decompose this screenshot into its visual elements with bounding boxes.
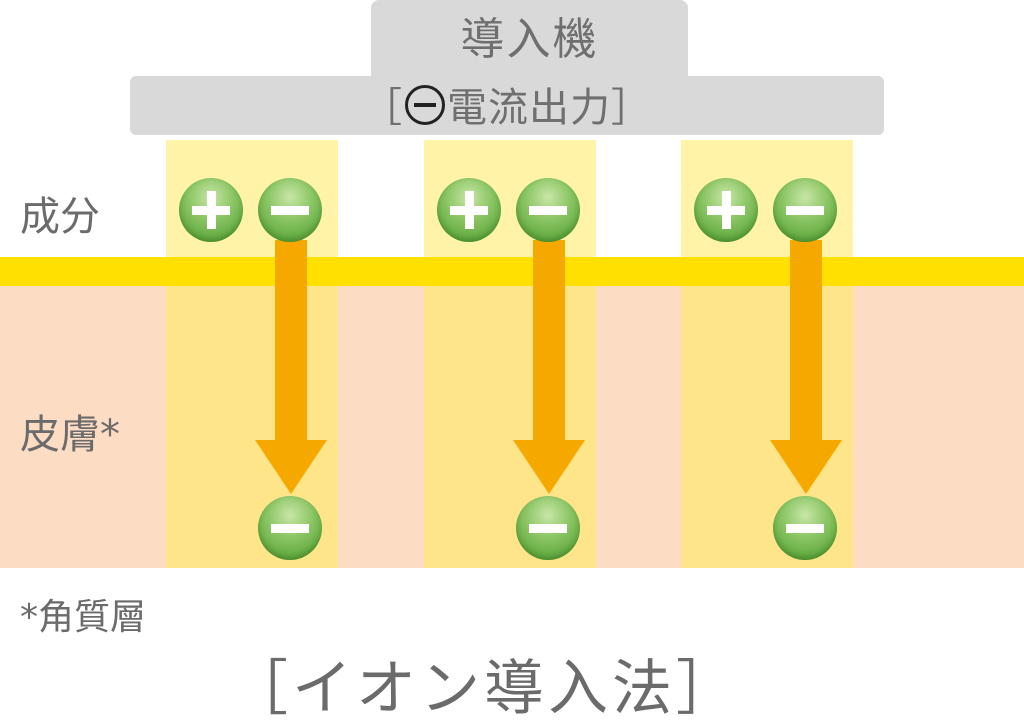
arrow-shaft: [790, 240, 822, 442]
negative-ion-icon: [258, 178, 322, 242]
ingredient-label: 成分: [20, 194, 100, 240]
delivered-negative-ion-icon: [516, 496, 580, 560]
negative-ion-icon: [516, 178, 580, 242]
device-bar: [130, 76, 884, 135]
diagram-title: ［イオン導入法］: [228, 654, 740, 724]
delivered-negative-ion-icon: [773, 496, 837, 560]
skin-label: 皮膚*: [20, 412, 120, 458]
arrow-down-icon: [770, 440, 842, 494]
positive-ion-icon: [694, 178, 758, 242]
arrow-down-icon: [255, 440, 327, 494]
footnote: *角質層: [20, 597, 147, 638]
arrow-shaft: [275, 240, 307, 442]
device-title: 導入機: [460, 14, 599, 65]
device-top: [371, 0, 688, 82]
skin-surface-band: [0, 257, 1024, 286]
device-output-text: 電流出力］: [447, 85, 652, 131]
positive-ion-icon: [179, 178, 243, 242]
positive-ion-icon: [437, 178, 501, 242]
device-subtitle: ［ 電流出力］: [130, 80, 884, 136]
minus-circle-icon: [405, 85, 445, 125]
arrow-down-icon: [513, 440, 585, 494]
bracket-open: ［: [362, 85, 403, 131]
negative-ion-icon: [773, 178, 837, 242]
delivered-negative-ion-icon: [258, 496, 322, 560]
arrow-shaft: [533, 240, 565, 442]
